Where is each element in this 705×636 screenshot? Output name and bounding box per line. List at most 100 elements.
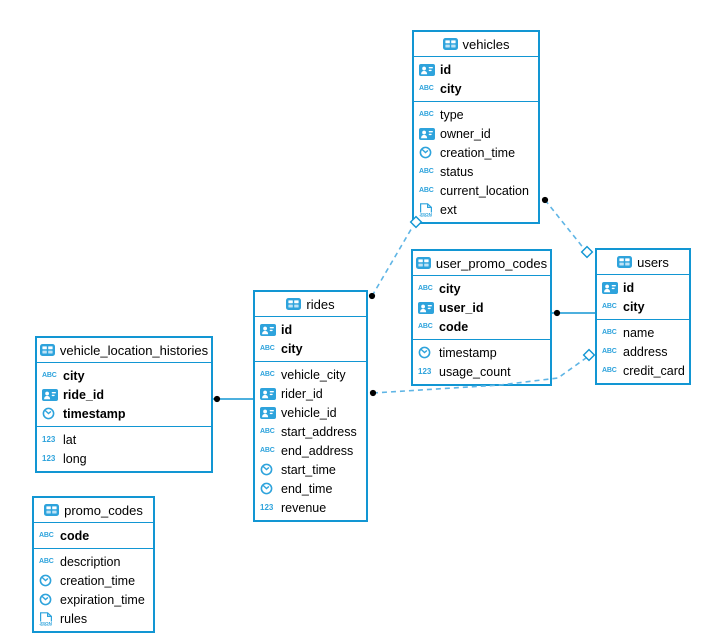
table-title: rides [306,296,335,312]
field-row-expiration_time: expiration_time [34,590,153,609]
clock-icon [42,407,63,420]
field-label: city [281,341,303,356]
field-label: start_time [281,462,336,477]
entity-header-vehicles[interactable]: vehicles [414,32,538,57]
id-card-icon [419,127,440,140]
svg-text:JSON: JSON [39,621,52,626]
field-label: creation_time [440,145,516,160]
field-label: ext [440,202,457,217]
field-label: end_address [281,443,354,458]
field-label: status [440,164,474,179]
field-row-usage_count: 123 usage_count [413,362,550,381]
id-card-icon [42,388,63,401]
id-card-icon [419,63,440,76]
field-row-end_address: ABC end_address [255,441,366,460]
clock-icon [39,574,60,587]
abc-icon: ABC [419,85,434,92]
json-icon: JSON [39,611,60,626]
num-123-icon: 123 [42,453,56,463]
dot-endpoint [553,309,561,317]
abc-icon: ABC [418,285,433,292]
field-label: description [60,554,121,569]
table-icon [415,257,431,269]
num-123-icon: 123 [418,366,432,376]
svg-text:JSON: JSON [419,212,432,217]
field-row-vehicle_id: vehicle_id [255,403,366,422]
field-row-owner_id: owner_id [414,124,538,143]
field-row-timestamp: timestamp [413,343,550,362]
field-row-creation_time: creation_time [414,143,538,162]
abc-icon: ABC [260,345,275,352]
field-label: usage_count [439,364,511,379]
num-123-icon: 123 [260,502,274,512]
entity-header-promo_codes[interactable]: promo_codes [34,498,153,523]
abc-icon: ABC [419,168,434,175]
field-label: type [440,107,464,122]
dot-endpoint [369,389,377,397]
key-field-row-id: id [255,320,366,339]
clock-icon [419,146,440,159]
abc-icon: ABC [260,371,275,378]
dot-endpoint [541,196,549,204]
entity-header-vehicle_location_histories[interactable]: vehicle_location_histories [37,338,211,363]
key-field-row-id: id [597,278,689,297]
table-icon [617,256,633,268]
entity-header-rides[interactable]: rides [255,292,366,317]
dot-endpoint [213,395,221,403]
field-label: code [439,319,469,334]
field-label: id [623,280,635,295]
abc-icon: ABC [42,372,57,379]
key-field-row-id: id [414,60,538,79]
field-label: user_id [439,300,484,315]
field-label: timestamp [63,406,126,421]
dot-endpoint [368,292,376,300]
field-label: id [440,62,452,77]
table-title: vehicles [462,36,510,52]
field-label: id [281,322,293,337]
id-card-icon [602,281,623,294]
field-row-credit_card: ABC credit_card [597,361,689,380]
field-label: owner_id [440,126,491,141]
table-icon [286,298,302,310]
field-label: address [623,344,668,359]
field-row-ext: JSON ext [414,200,538,219]
clock-icon [260,482,281,495]
abc-icon: ABC [602,367,617,374]
id-card-icon [418,301,439,314]
id-card-icon [260,387,281,400]
abc-icon: ABC [260,447,275,454]
entity-header-user_promo_codes[interactable]: user_promo_codes [413,251,550,276]
columns-section: timestamp 123 usage_count [413,340,550,384]
key-field-row-user_id: user_id [413,298,550,317]
field-label: name [623,325,655,340]
field-label: city [623,299,645,314]
field-label: vehicle_id [281,405,337,420]
table-title: user_promo_codes [435,255,548,271]
field-label: credit_card [623,363,685,378]
field-row-start_time: start_time [255,460,366,479]
entity-header-users[interactable]: users [597,250,689,275]
field-label: ride_id [63,387,104,402]
clock-icon [39,593,60,606]
field-label: rider_id [281,386,323,401]
